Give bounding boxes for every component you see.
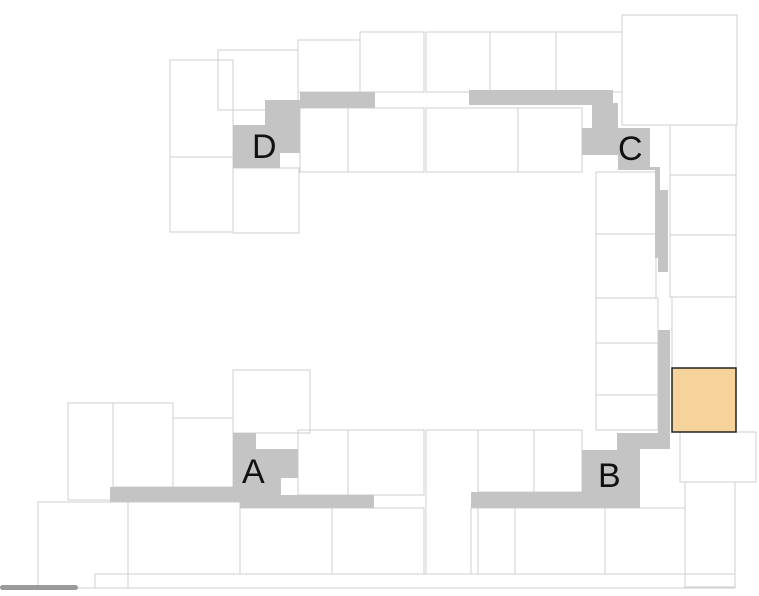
corridor-c[interactable] [469, 90, 668, 272]
corridor-d[interactable] [233, 92, 375, 168]
wing-label-c: C [618, 130, 643, 168]
highlighted-unit[interactable] [671, 367, 737, 433]
corridor-b[interactable] [471, 330, 670, 508]
wing-label-b: B [598, 457, 621, 495]
horizontal-scrollbar[interactable] [0, 585, 78, 590]
wing-label-a: A [242, 453, 265, 491]
corridors [110, 90, 670, 508]
corridor-a[interactable] [110, 433, 374, 508]
room-outlines [37, 14, 757, 589]
wing-label-d: D [252, 128, 277, 166]
